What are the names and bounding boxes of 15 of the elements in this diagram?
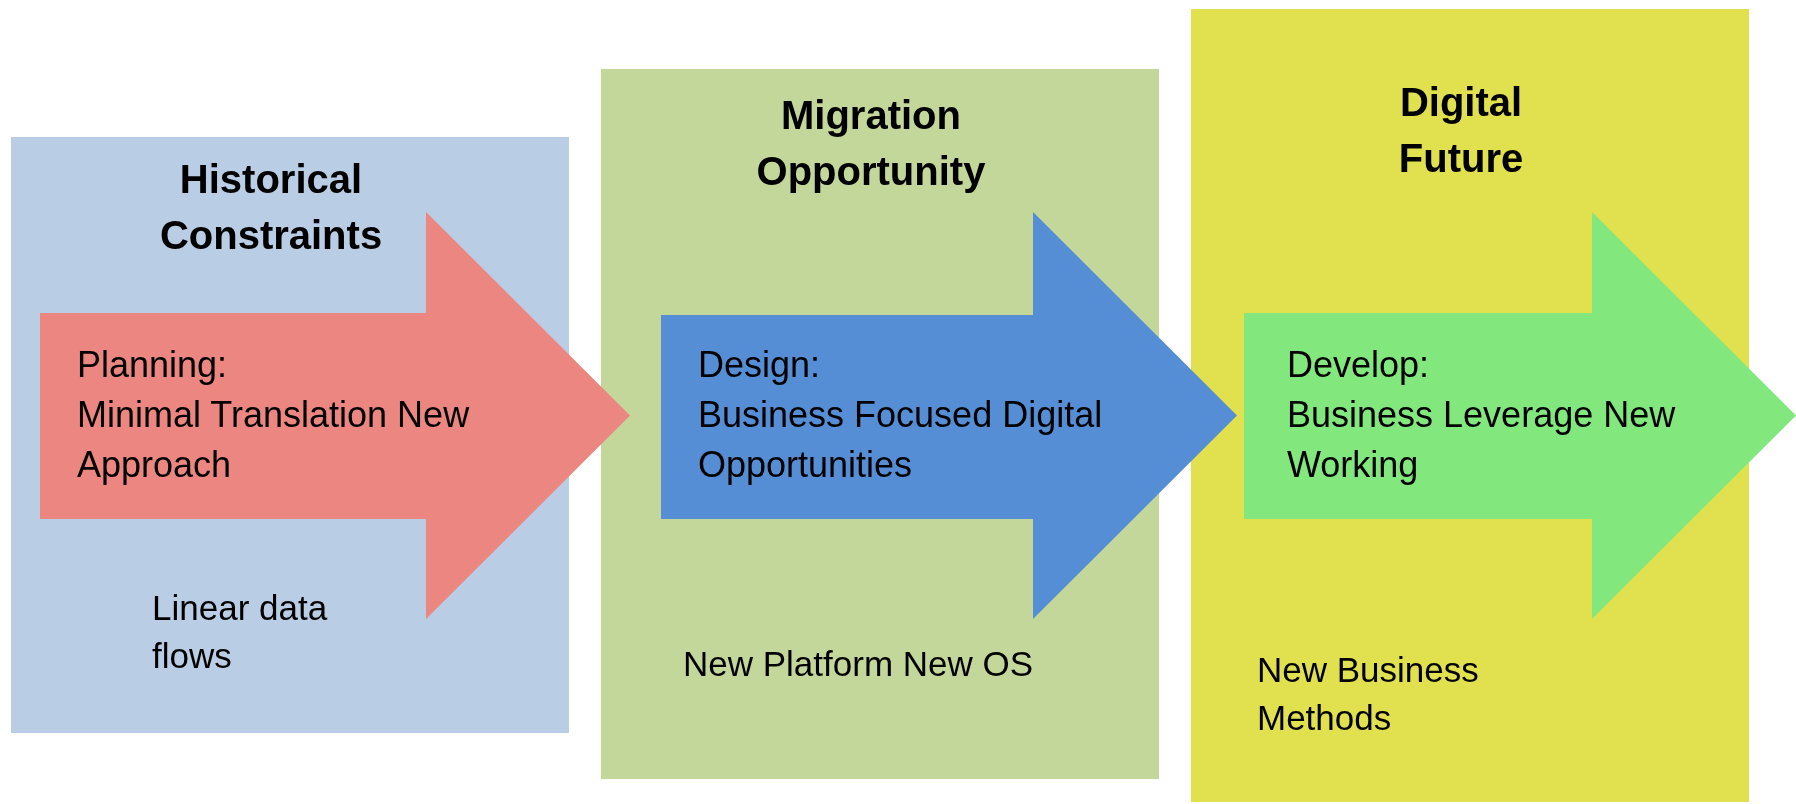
- block-arrow: [1244, 212, 1796, 619]
- stage-note: New Platform New OS: [683, 643, 1035, 685]
- block-arrow: [40, 212, 630, 619]
- step-text: Minimal Translation New Approach: [77, 393, 471, 487]
- stage-heading: Migration Opportunity: [755, 92, 987, 195]
- block-arrow: [661, 212, 1237, 619]
- step-heading: Design:: [698, 343, 822, 387]
- step-text: Business Focused Digital Opportunities: [698, 393, 1104, 487]
- stage-note: New Business Methods: [1257, 649, 1480, 739]
- step-heading: Develop:: [1287, 343, 1431, 387]
- step-text: Business Leverage New Working: [1287, 393, 1677, 487]
- stage-heading: Historical Constraints: [158, 156, 384, 259]
- step-heading: Planning:: [77, 343, 229, 387]
- stage-note: Linear data flows: [152, 587, 329, 677]
- stage-heading: Digital Future: [1397, 79, 1525, 182]
